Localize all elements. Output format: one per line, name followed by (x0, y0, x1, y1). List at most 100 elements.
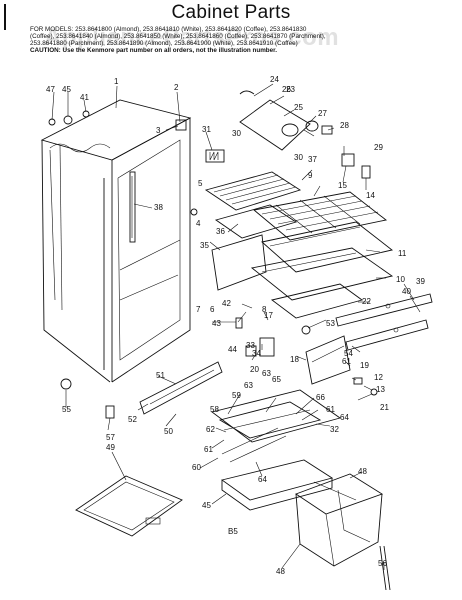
callout-3: 3 (156, 126, 161, 135)
callout-21: 21 (380, 403, 389, 412)
callout-26: 26 (282, 85, 291, 94)
callout-1: 1 (114, 77, 119, 86)
callout-54: 54 (344, 349, 353, 358)
callout-64b: 64 (258, 475, 267, 484)
baskets-48 (295, 473, 384, 567)
callout-62: 62 (206, 425, 215, 434)
corner-mark (4, 4, 6, 30)
callout-52: 52 (128, 415, 137, 424)
callout-55: 55 (62, 405, 71, 414)
callout-17: 17 (264, 311, 273, 320)
callout-61c: 61 (342, 357, 351, 366)
callout-39: 39 (416, 277, 425, 286)
shelf-36 (214, 204, 298, 239)
callout-15: 15 (338, 181, 347, 190)
callout-37: 37 (308, 155, 317, 164)
callout-65: 65 (272, 375, 281, 384)
callout-63b: 63 (262, 369, 271, 378)
cabinet-body (40, 99, 192, 383)
crisper-frame (210, 389, 342, 443)
leader-lines (51, 83, 421, 570)
callout-63a: 63 (244, 381, 253, 390)
callout-31: 31 (202, 125, 211, 134)
caution-note: CAUTION: Use the Kenmore part number on … (30, 47, 278, 54)
models-line-3: 253.8641880 (Parchment), 253.8641890 (Al… (30, 40, 298, 47)
light-socket-31 (205, 149, 225, 163)
callout-labels: 1 2 3 4 5 6 7 8 9 10 11 12 13 14 15 17 1… (46, 75, 425, 576)
callout-33: 33 (246, 341, 255, 350)
callout-28: 28 (340, 121, 349, 130)
callout-18: 18 (290, 355, 299, 364)
callout-32: 32 (330, 425, 339, 434)
callout-45b: 45 (62, 85, 71, 94)
callout-61b: 61 (326, 405, 335, 414)
meat-pan-cover-8 (270, 283, 364, 319)
callout-40: 40 (402, 287, 411, 296)
callout-59: 59 (232, 391, 241, 400)
callout-12: 12 (374, 373, 383, 382)
callout-9: 9 (308, 171, 313, 180)
wire-shelf-9 (252, 191, 388, 241)
bracket-19 (305, 335, 351, 385)
callout-48b: 48 (276, 567, 285, 576)
callout-57: 57 (106, 433, 115, 442)
shelf-frame-35 (211, 234, 267, 291)
callout-34: 34 (252, 349, 261, 358)
glass-shelf-11 (261, 221, 394, 273)
callout-47: 47 (46, 85, 55, 94)
callout-50: 50 (164, 427, 173, 436)
callout-5: 5 (198, 179, 203, 188)
callout-58: 58 (210, 405, 219, 414)
models-line-1: FOR MODELS: 253.8641800 (Almond), 253.86… (30, 26, 307, 33)
callout-35: 35 (200, 241, 209, 250)
slide-rails (335, 293, 433, 351)
callout-8: 8 (262, 305, 267, 314)
callout-38: 38 (154, 203, 163, 212)
callout-20: 20 (250, 365, 259, 374)
callout-42: 42 (222, 299, 231, 308)
small-parts (48, 110, 391, 591)
callout-6: 6 (210, 305, 215, 314)
callout-4: 4 (196, 219, 201, 228)
callout-45a: 45 (202, 501, 211, 510)
callout-19: 19 (360, 361, 369, 370)
callout-64a: 64 (340, 413, 349, 422)
crisper-cover-10 (250, 247, 394, 301)
callout-36: 36 (216, 227, 225, 236)
callout-66: 66 (316, 393, 325, 402)
callout-30b: 30 (294, 153, 303, 162)
callout-24: 24 (270, 75, 279, 84)
callout-49: 49 (106, 443, 115, 452)
callout-48a: 48 (358, 467, 367, 476)
callout-22: 22 (362, 297, 371, 306)
callout-2: 2 (174, 83, 179, 92)
callout-53: 53 (326, 319, 335, 328)
callout-27: 27 (318, 109, 327, 118)
watermark: AppliancePartsPros.com (44, 24, 340, 51)
callout-41: 41 (80, 93, 89, 102)
callout-56: 56 (378, 559, 387, 568)
callout-10: 10 (396, 275, 405, 284)
models-line-2: (Coffee), 253.8641840 (Almond), 253.8641… (30, 33, 326, 40)
crisper-pan-45 (220, 459, 334, 511)
control-housing (239, 90, 371, 179)
callout-29: 29 (374, 143, 383, 152)
callout-43: 43 (212, 319, 221, 328)
callout-11: 11 (398, 249, 407, 258)
callout-30a: 30 (232, 129, 241, 138)
callout-25: 25 (294, 103, 303, 112)
drawer-front-50 (139, 361, 223, 415)
callout-14: 14 (366, 191, 375, 200)
pan-49 (75, 475, 183, 537)
callout-61a: 61 (204, 445, 213, 454)
callout-7: 7 (196, 305, 201, 314)
callout-51: 51 (156, 371, 165, 380)
callout-44: 44 (228, 345, 237, 354)
callout-13: 13 (376, 385, 385, 394)
callout-23: 23 (286, 85, 295, 94)
callout-60: 60 (192, 463, 201, 472)
footer-code: B5 (228, 527, 238, 536)
freezer-shelf-37 (204, 171, 302, 211)
